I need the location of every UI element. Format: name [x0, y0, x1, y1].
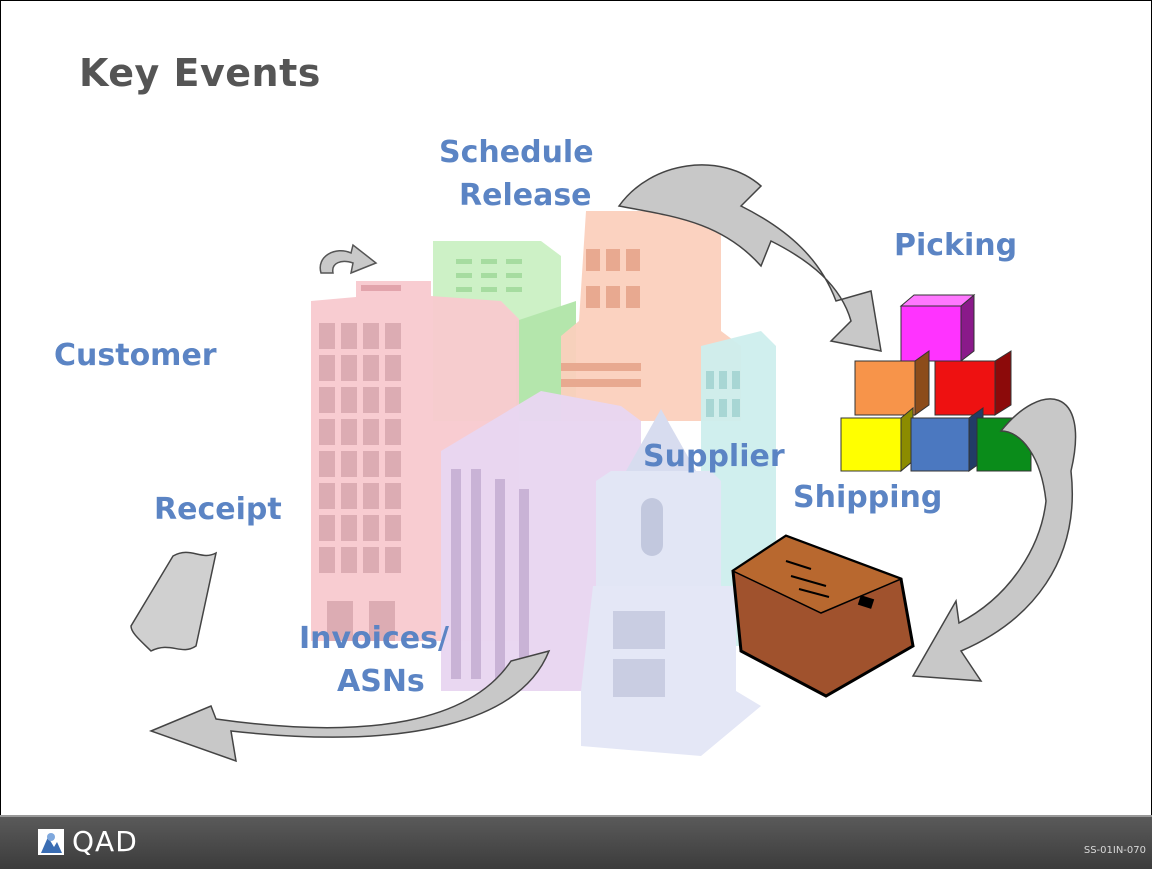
- label-supplier: Supplier: [643, 439, 785, 474]
- label-invoices: Invoices/: [299, 621, 449, 656]
- footer-bar: QAD SS-01IN-070: [0, 815, 1152, 869]
- key-events-illustration: [130, 164, 1077, 763]
- slide-title: Key Events: [79, 51, 321, 95]
- label-asns: ASNs: [337, 664, 425, 699]
- steeple-building: [581, 409, 761, 756]
- label-schedule: Schedule: [439, 135, 594, 170]
- arrow-picking-to-shipping: [911, 398, 1077, 682]
- label-release: Release: [459, 178, 592, 213]
- orange-building: [561, 211, 741, 421]
- logo-text: QAD: [72, 825, 138, 858]
- label-receipt: Receipt: [154, 492, 282, 527]
- receipt-paper: [130, 551, 218, 652]
- slide-code: SS-01IN-070: [1083, 845, 1146, 856]
- picking-blocks: [840, 293, 1032, 473]
- arrow-invoices-to-customer: [148, 649, 551, 763]
- small-loop-arrow: [319, 243, 378, 275]
- label-customer: Customer: [54, 338, 217, 373]
- label-shipping: Shipping: [793, 480, 943, 515]
- arrow-schedule-to-picking: [617, 164, 882, 352]
- shipping-package: [731, 534, 915, 698]
- qad-logo-icon: [38, 829, 64, 855]
- label-picking: Picking: [894, 228, 1018, 263]
